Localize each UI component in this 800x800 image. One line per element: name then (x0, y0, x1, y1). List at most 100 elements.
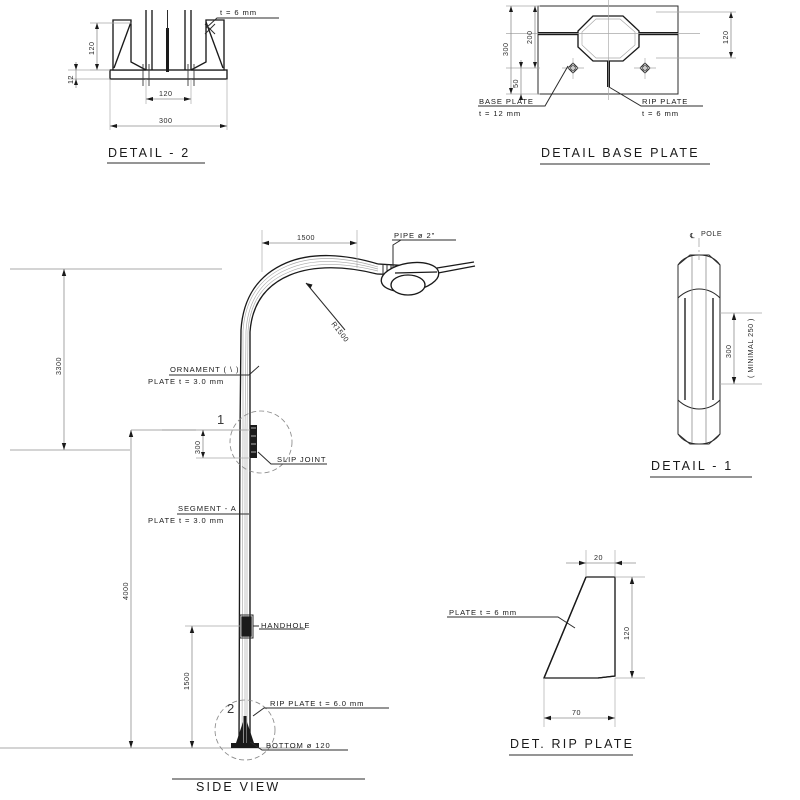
detail2-dim-120-height-text: 120 (87, 42, 96, 56)
pole-outer-left-edge (238, 254, 379, 746)
side-view-title: SIDE VIEW (196, 780, 280, 794)
detail2-right-rib (190, 19, 225, 71)
segment-a-label: SEGMENT - A (178, 504, 237, 513)
base-plate-dim-300: 300 (501, 6, 513, 94)
detail2-dim-120-inner-text: 120 (159, 89, 173, 98)
detail1-outer-tube (677, 254, 721, 445)
detail-1-group: ℄ POLE 300 ( MINIMAL 250 ) DETAIL - 1 (650, 229, 762, 478)
bottom-rip-leader (252, 707, 273, 717)
dim-slip-joint: 300 (193, 429, 250, 459)
rip-plate-slant-face (543, 576, 587, 679)
dim-handhole-height-text: 1500 (182, 672, 191, 690)
detail2-weld-marks (142, 64, 195, 86)
rip-plate-thickness-label: t = 6 mm (642, 109, 679, 118)
rip-plate-thickness-label-2: PLATE t = 6 mm (449, 608, 517, 617)
base-plate-dim-50-text: 50 (511, 79, 520, 88)
rip-plate-label-leader (447, 616, 576, 629)
handhole-label: HANDHOLE (261, 621, 310, 630)
rip-plate-dim-70-text: 70 (572, 708, 581, 717)
base-plate-label: BASE PLATE (479, 97, 534, 106)
rip-plate-dim-120-text: 120 (622, 627, 631, 641)
base-plate-dim-50: 50 (511, 60, 523, 100)
detail2-center-rib (166, 28, 169, 72)
detail1-dim-lap-text: 300 (724, 345, 733, 359)
rip-plate-dim-20-text: 20 (594, 553, 603, 562)
ornament-plate-label: PLATE t = 3.0 mm (148, 377, 224, 386)
base-plate-bolt-right (634, 58, 656, 79)
detail2-dim-120-inner: 120 (145, 79, 192, 104)
luminaire-lens (390, 274, 426, 296)
bottom-diameter-label: BOTTOM ø 120 (266, 741, 331, 750)
bottom-rip-left (236, 722, 243, 743)
rip-plate-dim-70: 70 (543, 678, 616, 727)
detail-bubble-2-number: 2 (227, 701, 234, 716)
radius-label: R1500 (329, 320, 351, 344)
base-plate-dim-120: 120 (656, 11, 736, 59)
bottom-rip-center (243, 716, 247, 744)
dim-segment-a-text: 4000 (121, 582, 130, 600)
detail-base-plate-title: DETAIL BASE PLATE (541, 146, 700, 160)
base-plate-dim-300-text: 300 (501, 43, 510, 57)
rip-plate-dim-20: 20 (566, 550, 636, 577)
side-view-group: 1500 PIPE ø 2" R1500 ORNAMENT ( \ ) PLAT… (0, 230, 476, 794)
dim-segment-a: 4000 (121, 429, 196, 748)
detail1-bottom-edge (677, 433, 721, 445)
pole-shade-1 (241, 258, 379, 746)
ornament-leader (248, 365, 260, 376)
bottom-rip-right (247, 722, 254, 743)
detail1-upper-joint-edge (677, 288, 721, 299)
base-plate-thickness-label: t = 12 mm (479, 109, 521, 118)
det-rip-plate-group: 20 120 70 PLATE t = 6 mm DET. RIP PLATE (447, 550, 645, 756)
dim-mounting-height: 3300 (10, 269, 130, 451)
detail2-dim-300-outer-text: 300 (159, 116, 173, 125)
slip-joint-band (250, 425, 257, 458)
dim-arm-reach: 1500 (261, 230, 358, 272)
pole-outer-right-edge (249, 267, 378, 745)
detail-bubble-1-circle (229, 410, 293, 474)
bottom-rip-plate-label: RIP PLATE t = 6.0 mm (270, 699, 364, 708)
slip-joint-band-lines (251, 427, 256, 453)
slip-joint-label: SLIP JOINT (277, 455, 326, 464)
pole-shade-3 (246, 264, 379, 745)
segment-a-plate-label: PLATE t = 3.0 mm (148, 516, 224, 525)
detail2-left-rib (112, 19, 147, 71)
dim-handhole-height: 1500 (182, 625, 240, 748)
rip-plate-bottom-right (597, 675, 616, 679)
radius-leader (305, 282, 346, 331)
luminaire-tail-top (436, 261, 475, 269)
base-plate-dim-200-text: 200 (525, 31, 534, 45)
detail-2-title: DETAIL - 2 (108, 146, 190, 160)
rip-plate-label: RIP PLATE (642, 97, 688, 106)
pole-base-assembly (231, 716, 259, 748)
base-plate-dim-120-text: 120 (721, 31, 730, 45)
detail1-pole-label: POLE (701, 229, 722, 238)
detail2-thickness-label: t = 6 mm (220, 8, 257, 17)
pole-shade-2 (244, 261, 379, 745)
detail1-dim-lap: 300 ( MINIMAL 250 ) (720, 312, 762, 385)
pipe-label: PIPE ø 2" (394, 231, 435, 240)
dim-slip-joint-text: 300 (193, 441, 202, 455)
handhole-opening (241, 616, 252, 637)
detail-1-title: DETAIL - 1 (651, 459, 733, 473)
luminaire-splitline (394, 271, 438, 274)
radius-arrow (306, 283, 313, 289)
ornament-label: ORNAMENT ( \ ) (170, 365, 239, 374)
luminaire-tail-bottom (437, 265, 476, 274)
base-plate-bolt-left (562, 58, 584, 79)
detail1-lower-joint-edge (677, 399, 721, 410)
base-plate-octagon-inner (581, 18, 636, 59)
detail2-cross-mark (204, 23, 216, 35)
detail2-left-rib-face (113, 21, 132, 69)
detail1-centerline-symbol: ℄ (689, 231, 695, 240)
base-plate-dim-200: 200 (525, 6, 537, 68)
detail-2-group: t = 6 mm 120 12 (66, 8, 279, 164)
detail-bubble-1-number: 1 (217, 412, 224, 427)
dim-arm-reach-text: 1500 (297, 233, 315, 242)
detail2-dim-12-thickness: 12 (66, 62, 110, 88)
detail1-dim-note-text: ( MINIMAL 250 ) (746, 318, 755, 378)
pipe-label-leader (392, 239, 402, 268)
base-plate-outline (537, 5, 679, 95)
rip-plate-dim-120: 120 (615, 576, 645, 679)
bottom-base-plate (231, 743, 259, 748)
